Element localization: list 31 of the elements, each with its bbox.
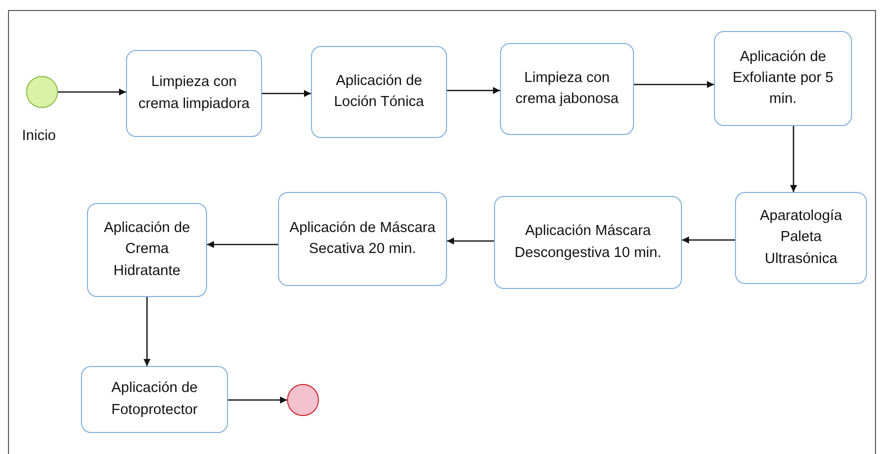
arrow bbox=[207, 241, 278, 248]
arrow bbox=[634, 81, 714, 88]
arrow bbox=[228, 396, 287, 404]
start-label: Inicio bbox=[22, 128, 56, 144]
start-circle bbox=[26, 76, 58, 108]
end-circle bbox=[287, 384, 319, 416]
process-box bbox=[126, 50, 262, 137]
process-box bbox=[714, 31, 852, 126]
process-box bbox=[735, 192, 867, 284]
step-text: Limpieza con crema jabonosa bbox=[514, 68, 620, 109]
arrow bbox=[790, 126, 797, 192]
arrow bbox=[682, 236, 735, 244]
process-box bbox=[494, 196, 682, 289]
step-text: Aparatología Paleta Ultrasónica bbox=[758, 207, 844, 268]
arrow bbox=[447, 87, 500, 94]
step-text: Aplicación de Exfoliante por 5 min. bbox=[732, 48, 834, 109]
process-box bbox=[500, 43, 634, 135]
arrow bbox=[58, 88, 126, 96]
process-box bbox=[311, 46, 447, 138]
step-text: Aplicación de Crema Hidratante bbox=[102, 219, 192, 280]
arrow bbox=[447, 238, 494, 244]
step-text: Aplicación de Fotoprotector bbox=[110, 379, 199, 420]
process-box bbox=[278, 192, 447, 286]
step-text: Limpieza con crema limpiadora bbox=[137, 73, 251, 114]
arrow bbox=[262, 90, 311, 97]
step-text: Aplicación de Loción Tónica bbox=[332, 72, 426, 112]
step-text: Aplicación Máscara Descongestiva 10 min. bbox=[514, 222, 662, 262]
step-text: Aplicación de Máscara Secativa 20 min. bbox=[288, 218, 436, 259]
process-box bbox=[87, 203, 207, 297]
process-box bbox=[81, 366, 228, 433]
arrow bbox=[144, 297, 150, 366]
